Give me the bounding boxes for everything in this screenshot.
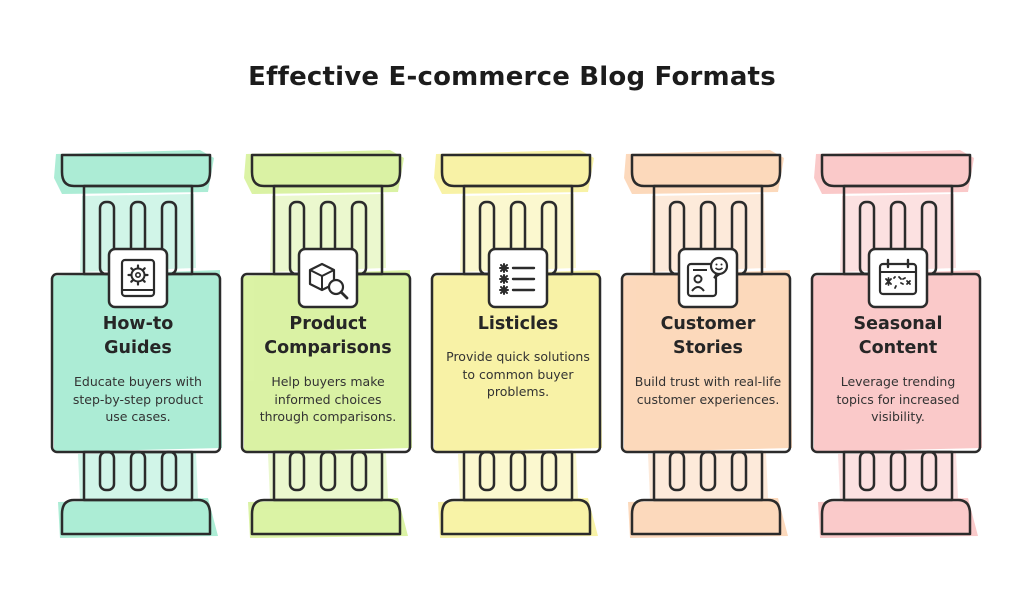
- format-heading: Customer Stories: [618, 312, 798, 360]
- format-description: Educate buyers with step-by-step product…: [72, 374, 204, 424]
- format-heading-line: How-to: [102, 314, 174, 334]
- format-pillar: Product Comparisons Help buyers make inf…: [238, 148, 418, 540]
- format-heading-line: Stories: [673, 338, 743, 358]
- format-heading-line: Listicles: [477, 314, 559, 334]
- format-pillar: How-to Guides Educate buyers with step-b…: [48, 148, 228, 540]
- gear-book-icon: [107, 247, 169, 309]
- customer-testimonial-icon: [677, 247, 739, 309]
- format-heading: Seasonal Content: [808, 312, 988, 360]
- format-description: Leverage trending topics for increased v…: [836, 374, 960, 424]
- format-heading-line: Guides: [104, 338, 172, 358]
- format-heading-line: Product: [289, 314, 367, 334]
- diagram-title: Effective E-commerce Blog Formats: [248, 62, 776, 92]
- format-heading-line: Content: [858, 338, 938, 358]
- format-heading-line: Customer: [660, 314, 756, 334]
- format-heading: Product Comparisons: [238, 312, 418, 360]
- pillar-shape: [50, 150, 222, 538]
- calendar-icon: [867, 247, 929, 309]
- format-pillar: Seasonal Content Leverage trending topic…: [808, 148, 988, 540]
- checklist-icon: [487, 247, 549, 309]
- format-heading: Listicles: [428, 312, 608, 336]
- box-magnifier-icon: [297, 247, 359, 309]
- format-pillar: Listicles Provide quick solutions to com…: [428, 148, 608, 540]
- format-description: Provide quick solutions to common buyer …: [446, 349, 590, 399]
- format-heading: How-to Guides: [48, 312, 228, 360]
- format-description: Help buyers make informed choices throug…: [259, 374, 397, 424]
- format-description: Build trust with real-life customer expe…: [634, 374, 782, 407]
- format-heading-line: Comparisons: [264, 338, 392, 358]
- format-heading-line: Seasonal: [853, 314, 943, 334]
- format-pillar: Customer Stories Build trust with real-l…: [618, 148, 798, 540]
- pillar-shape: [430, 150, 602, 538]
